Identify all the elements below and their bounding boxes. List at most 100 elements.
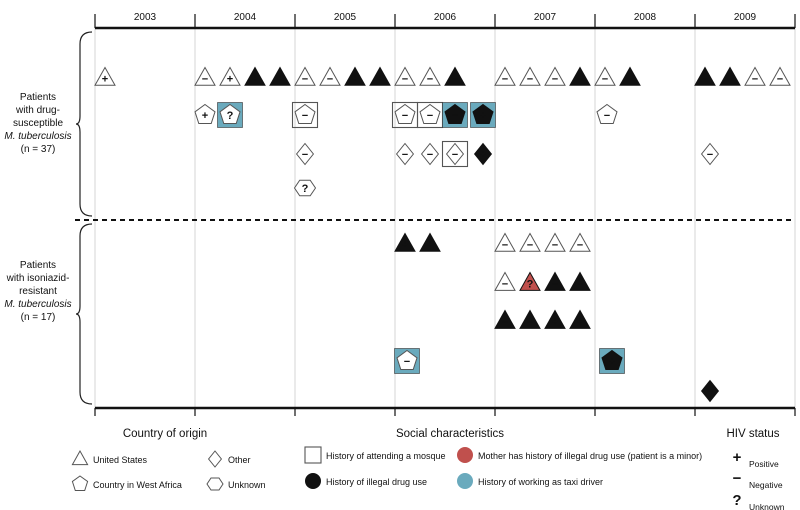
hiv-negative-symbol: −	[527, 240, 533, 252]
hiv-negative-symbol: −	[627, 74, 633, 86]
hiv-positive-symbol: +	[377, 74, 383, 86]
triangle-shape	[519, 66, 541, 86]
patient-shape: −	[194, 66, 216, 86]
legend-diamond-icon	[207, 450, 223, 468]
patient-marker: +	[394, 232, 416, 252]
hiv-negative-symbol: −	[552, 240, 558, 252]
group-label-count: (n = 17)	[21, 312, 56, 323]
patient-shape: −	[494, 309, 516, 329]
patient-shape: +	[94, 66, 116, 86]
patient-marker: −	[441, 140, 469, 168]
pentagon-shape	[444, 103, 466, 124]
pentagon-shape	[596, 103, 618, 124]
patient-marker: −	[544, 66, 566, 86]
year-label-2009: 2009	[734, 12, 757, 23]
triangle-shape	[419, 66, 441, 86]
hiv-positive-symbol: +	[552, 317, 558, 329]
patient-shape: −	[294, 103, 316, 124]
triangle-shape	[519, 232, 541, 252]
hiv-positive-symbol: +	[277, 74, 283, 86]
triangle-shape	[569, 66, 591, 86]
triangle-shape	[419, 232, 441, 252]
patient-shape: −	[619, 66, 641, 86]
patient-marker: −	[569, 66, 591, 86]
patient-shape: ?	[293, 179, 317, 197]
pentagon-shape	[601, 349, 623, 370]
diamond-shape	[473, 142, 493, 166]
hiv-negative-symbol: −	[427, 149, 433, 161]
patient-shape: −	[519, 232, 541, 252]
patient-marker: −	[420, 142, 440, 166]
triangle-shape	[369, 66, 391, 86]
legend-social-label: History of attending a mosque	[326, 451, 446, 461]
patient-marker: −	[416, 101, 444, 129]
patient-marker: −	[700, 142, 720, 166]
group-label-line: with isoniazid-	[6, 273, 70, 284]
patient-marker: −	[394, 348, 420, 374]
pentagon-shape	[394, 103, 416, 124]
patient-marker: −	[494, 271, 516, 291]
hiv-negative-symbol: −	[302, 74, 308, 86]
patient-marker: −	[391, 101, 419, 129]
triangle-shape	[269, 66, 291, 86]
triangle-shape	[394, 66, 416, 86]
group-label-line: susceptible	[13, 118, 63, 129]
hexagon-shape	[206, 477, 224, 491]
patient-shape: −	[394, 103, 416, 124]
diamond-shape	[207, 450, 223, 468]
legend-hiv-label: Unknown	[749, 502, 785, 510]
triangle-shape	[294, 66, 316, 86]
patient-marker: ?	[519, 271, 541, 291]
patient-marker: +	[344, 66, 366, 86]
hiv-positive-symbol: +	[480, 110, 486, 122]
patient-shape: −	[544, 232, 566, 252]
legend-social-label: Mother has history of illegal drug use (…	[478, 451, 702, 461]
year-label-2005: 2005	[334, 12, 357, 23]
patient-marker: −	[544, 232, 566, 252]
pentagon-shape	[396, 349, 418, 370]
patient-marker: −	[519, 309, 541, 329]
patient-marker: ?	[217, 102, 243, 128]
pentagon-shape	[71, 475, 89, 491]
triangle-shape	[719, 66, 741, 86]
triangle-shape	[494, 271, 516, 291]
triangle-shape	[769, 66, 791, 86]
year-label-2007: 2007	[534, 12, 557, 23]
hiv-negative-symbol: −	[577, 279, 583, 291]
patient-shape: −	[769, 66, 791, 86]
hiv-negative-symbol: −	[502, 279, 508, 291]
hiv-negative-symbol: −	[452, 74, 458, 86]
patient-marker: +	[544, 309, 566, 329]
legend-social-label: History of illegal drug use	[326, 477, 427, 487]
hiv-negative-symbol: −	[402, 74, 408, 86]
patient-marker: −	[442, 102, 468, 128]
legend-pentagon-icon	[71, 475, 89, 491]
group-label-line: with drug-	[15, 105, 60, 116]
hiv-negative-symbol: −	[602, 74, 608, 86]
patient-marker: +	[369, 66, 391, 86]
triangle-shape	[94, 66, 116, 86]
diamond-shape	[395, 142, 415, 166]
patient-markers: +−+++−−++−−−−−−−−−−−−−+?−−−−+−−−−−+−?++−…	[94, 66, 791, 403]
hiv-negative-symbol: −	[402, 149, 408, 161]
patient-shape: −	[544, 271, 566, 291]
hiv-negative-symbol: −	[727, 74, 733, 86]
group-label-organism: M. tuberculosis	[4, 299, 71, 310]
patient-marker: −	[544, 271, 566, 291]
legend-hiv-unknown-icon: ?	[732, 492, 741, 509]
patient-shape: −	[569, 271, 591, 291]
hiv-negative-symbol: −	[302, 149, 308, 161]
legend-hiv-label: Positive	[749, 459, 779, 469]
hiv-negative-symbol: −	[527, 74, 533, 86]
patient-marker: −	[494, 66, 516, 86]
patient-marker: −	[519, 66, 541, 86]
patient-marker: −	[494, 232, 516, 252]
hiv-negative-symbol: −	[777, 74, 783, 86]
triangle-shape	[544, 271, 566, 291]
group-label-organism: M. tuberculosis	[4, 131, 71, 142]
diamond-shape	[295, 142, 315, 166]
year-grid	[94, 28, 796, 408]
patient-shape: −	[419, 66, 441, 86]
legend-origin-label: Other	[228, 455, 251, 465]
